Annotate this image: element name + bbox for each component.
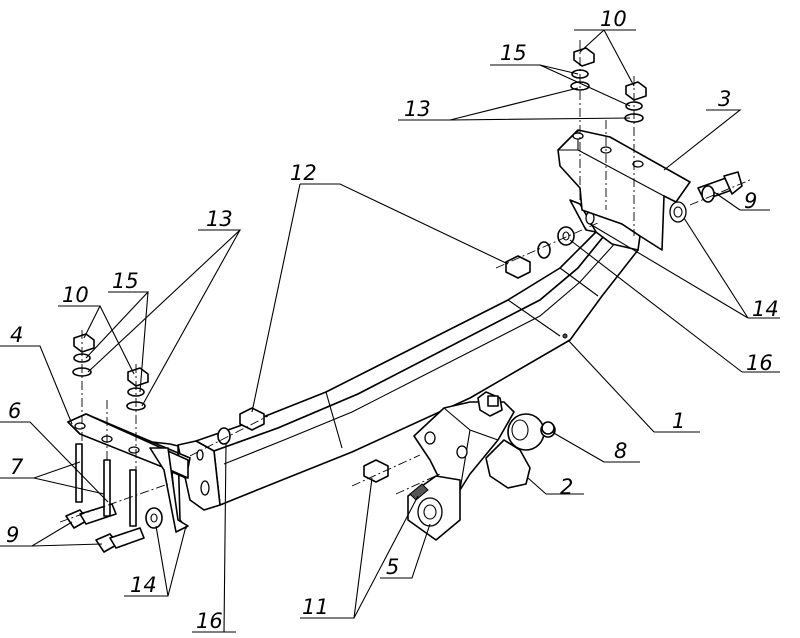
fasteners (65, 47, 743, 553)
callout-10-left: 10 (62, 283, 89, 307)
callout-16-left: 16 (196, 609, 223, 633)
centre-lines (59, 40, 751, 523)
callout-7: 7 (10, 455, 24, 479)
callout-9-left: 9 (6, 523, 19, 547)
callout-12: 12 (290, 161, 317, 185)
callout-13-left: 13 (206, 207, 233, 231)
main-crossbeam (177, 199, 641, 511)
callout-14-right: 14 (752, 297, 779, 321)
callout-14-left: 14 (130, 573, 157, 597)
callout-2: 2 (560, 475, 573, 499)
callout-1: 1 (672, 409, 685, 433)
callout-15-top: 15 (500, 41, 527, 65)
callout-10-top: 10 (600, 7, 627, 31)
left-mounting-bracket (67, 413, 191, 533)
callout-8: 8 (614, 439, 627, 463)
socket-plate (407, 475, 461, 541)
callout-3: 3 (718, 87, 731, 111)
callout-5: 5 (386, 555, 399, 579)
callout-13-top: 13 (404, 97, 431, 121)
right-mounting-bracket (557, 129, 691, 251)
callout-16-right: 16 (746, 351, 773, 375)
callout-11: 11 (302, 595, 329, 619)
callout-4: 4 (10, 323, 23, 347)
callout-15-left: 15 (112, 269, 139, 293)
leader-lines (0, 29, 780, 633)
callout-labels: 1 2 3 4 5 6 7 8 9 9 10 10 11 12 13 13 14… (6, 7, 779, 633)
callout-9-right: 9 (744, 189, 757, 213)
callout-6: 6 (8, 399, 21, 423)
